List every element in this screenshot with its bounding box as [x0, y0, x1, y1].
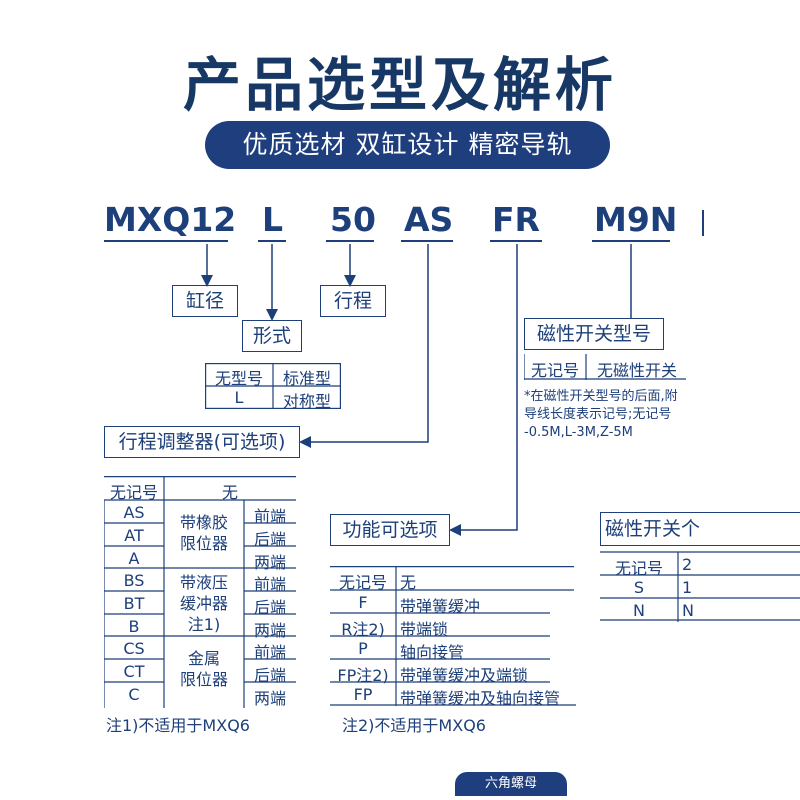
function-code: FP	[353, 685, 373, 704]
adjuster-code: CS	[123, 639, 145, 658]
code-series-underline	[104, 240, 228, 242]
form-table: 无型号 标准型 L 对称型	[205, 363, 341, 411]
code-switch: M9N	[594, 200, 678, 239]
code-series: MXQ12	[104, 200, 237, 239]
code-form: L	[262, 200, 284, 239]
adjuster-header-code: 无记号	[109, 483, 158, 502]
adjuster-position: 后端	[253, 530, 286, 549]
function-code: 无记号	[338, 573, 387, 592]
code-stroke-underline	[326, 240, 374, 242]
adjuster-note: 注1)不适用于MXQ6	[106, 716, 250, 735]
code-function-underline	[490, 240, 542, 242]
switch-count-desc: 1	[682, 578, 693, 597]
switch-count-desc: 2	[682, 555, 693, 574]
switch-count-code: N	[633, 601, 645, 620]
switch-model-table: 无记号 无磁性开关	[524, 354, 686, 380]
adjuster-position: 两端	[253, 621, 286, 640]
adjuster-code: AT	[124, 526, 144, 545]
page-title: 产品选型及解析	[182, 51, 617, 119]
adjuster-code: A	[128, 549, 140, 568]
function-desc: 无	[400, 573, 417, 592]
code-form-underline	[258, 240, 286, 242]
adjuster-code: B	[128, 617, 140, 636]
footer-tab: 六角螺母	[455, 772, 567, 796]
switch-note: *在磁性开关型号的后面,附 导线长度表示记号;无记号 -0.5M,L-3M,Z-…	[524, 388, 678, 442]
form-code-cell: 无型号	[214, 369, 263, 388]
function-code: P	[358, 639, 368, 658]
form-desc-cell: 标准型	[282, 369, 331, 388]
stroke-box: 行程	[320, 285, 386, 317]
adjuster-code: BS	[123, 571, 145, 590]
switch-count-code: S	[633, 578, 645, 597]
switch-desc-cell: 无磁性开关	[596, 361, 677, 380]
adjuster-position: 两端	[253, 553, 286, 572]
feature-banner: 优质选材 双缸设计 精密导轨	[205, 121, 610, 169]
adjuster-table: 无记号 无 AS AT A BS BT B CS CT C 带橡胶 限位器 带液…	[104, 476, 296, 708]
switch-count-desc: N	[682, 601, 694, 620]
function-desc: 带弹簧缓冲	[400, 597, 481, 616]
switch-count-section: 磁性开关个 无记号 2 S 1 N N	[600, 512, 800, 622]
function-code: R注2)	[341, 620, 385, 639]
function-desc: 带弹簧缓冲及端锁	[400, 666, 529, 685]
adjuster-position: 前端	[253, 575, 286, 594]
form-code-cell: L	[234, 388, 244, 407]
adjuster-code: BT	[123, 594, 145, 613]
switch-count-box: 磁性开关个	[600, 512, 800, 546]
function-desc: 带弹簧缓冲及轴向接管	[400, 689, 561, 708]
adjuster-header-desc: 无	[221, 483, 238, 502]
code-adjuster: AS	[404, 200, 454, 239]
switch-model-box: 磁性开关型号	[524, 318, 664, 350]
function-box: 功能可选项	[330, 514, 450, 546]
code-stroke: 50	[330, 200, 376, 239]
switch-code-cell: 无记号	[530, 361, 579, 380]
form-box: 形式	[242, 320, 302, 352]
switch-count-code: 无记号	[614, 559, 663, 578]
adjuster-code: AS	[123, 503, 145, 522]
function-code: F	[358, 593, 368, 612]
function-desc: 轴向接管	[400, 643, 465, 662]
adjuster-box: 行程调整器(可选项)	[104, 426, 300, 458]
adjuster-position: 两端	[253, 689, 286, 708]
function-table: 无记号 无 F 带弹簧缓冲 R注2) 带端锁 P 轴向接管 FP注2) 带弹簧缓…	[330, 566, 578, 708]
adjuster-group: 金属 限位器	[179, 649, 228, 689]
switch-note-line: -0.5M,L-3M,Z-5M	[524, 425, 633, 440]
switch-note-line: 导线长度表示记号;无记号	[524, 407, 672, 422]
adjuster-position: 前端	[253, 643, 286, 662]
form-desc-cell: 对称型	[282, 392, 331, 411]
function-desc: 带端锁	[400, 620, 449, 639]
adjuster-group: 带橡胶 限位器	[179, 513, 228, 553]
bore-box: 缸径	[172, 285, 238, 317]
adjuster-position: 后端	[253, 598, 286, 617]
code-function: FR	[492, 200, 540, 239]
code-separator	[702, 210, 704, 236]
adjuster-position: 后端	[253, 666, 286, 685]
function-note: 注2)不适用于MXQ6	[342, 716, 486, 735]
adjuster-position: 前端	[253, 507, 286, 526]
code-adjuster-underline	[401, 240, 453, 242]
code-switch-underline	[592, 240, 670, 242]
function-code: FP注2)	[337, 666, 389, 685]
adjuster-group: 带液压 缓冲器 注1)	[179, 573, 228, 634]
adjuster-code: CT	[123, 662, 145, 681]
switch-note-line: *在磁性开关型号的后面,附	[524, 389, 678, 404]
adjuster-code: C	[128, 685, 140, 704]
